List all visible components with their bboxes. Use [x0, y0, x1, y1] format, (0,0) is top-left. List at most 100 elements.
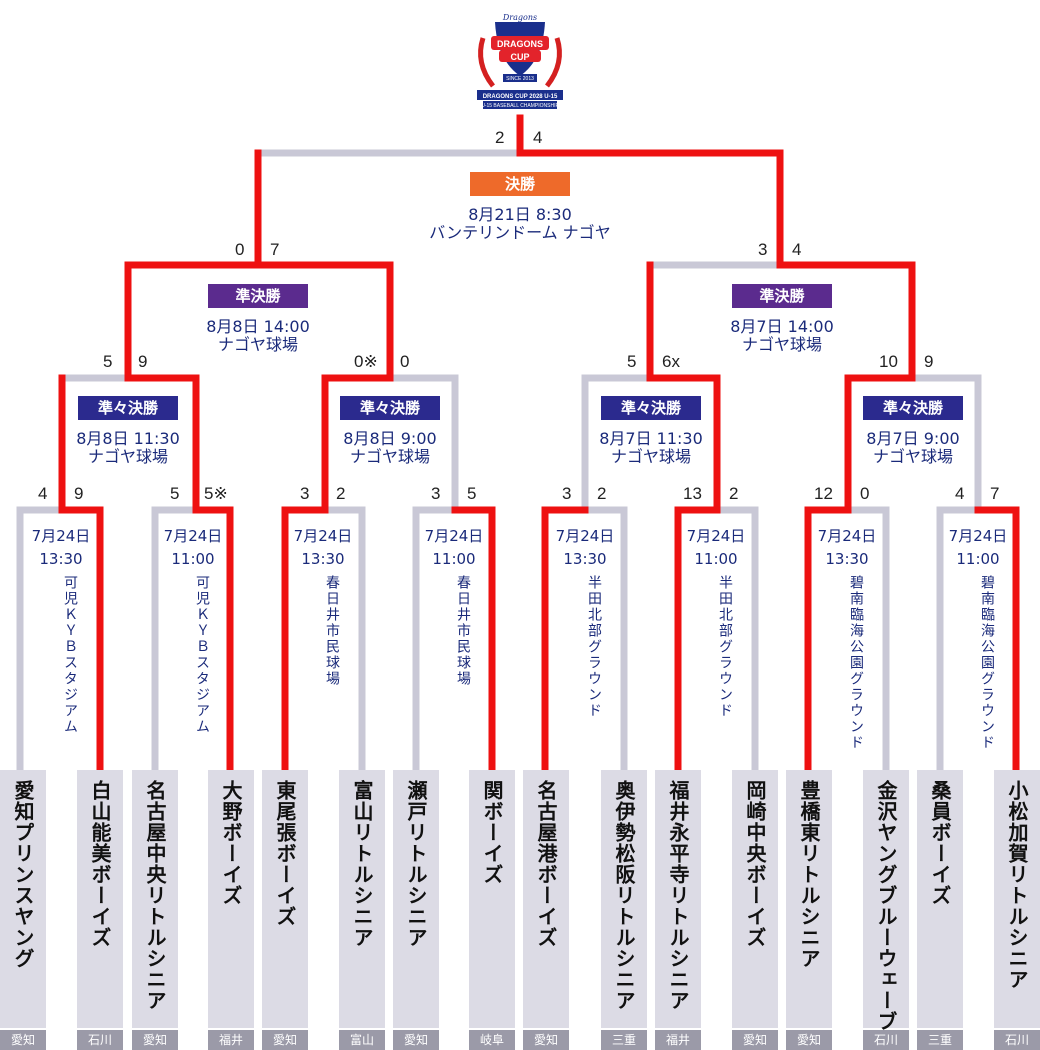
prefecture-tag: 石川 [863, 1030, 909, 1050]
team-box [863, 770, 909, 1028]
prefecture-tag: 愛知 [732, 1030, 778, 1050]
r1-2-score-left: 5 [170, 484, 180, 503]
r1-7-score-left: 12 [814, 484, 833, 503]
team-name: 奥伊勢松阪リトルシニア [612, 780, 636, 1011]
r1-4-score-right: 5 [467, 484, 477, 503]
team-box [523, 770, 569, 1028]
qf3-score-left: 5 [627, 352, 637, 371]
r1-6-score-left: 13 [683, 484, 702, 503]
r1-8-venue: 碧南臨海公園グラウンド [979, 575, 995, 751]
r1-date: 7月24日 [948, 527, 1008, 545]
r1-date: 7月24日 [555, 527, 615, 545]
semi2-score-left: 3 [758, 240, 768, 259]
r1-6-venue: 半田北部グラウンド [717, 575, 733, 719]
team-name: 岡崎中央ボーイズ [743, 780, 767, 948]
r1-2-info: 7月24日 11:00 [153, 525, 233, 571]
r1-3-score-left: 3 [300, 484, 310, 503]
team-name: 桑員ボーイズ [928, 780, 952, 906]
qf4-score-right: 9 [924, 352, 934, 371]
qf3-date: 8月7日 11:30 [599, 429, 703, 448]
semi1-venue: ナゴヤ球場 [217, 335, 298, 354]
final-score-right: 4 [533, 128, 543, 147]
team-box [262, 770, 308, 1028]
r1-time: 13:30 [563, 550, 607, 568]
prefecture-tag: 三重 [917, 1030, 963, 1050]
r1-1-venue: 可児ＫＹＢスタジアム [62, 575, 78, 735]
r1-7-score-right: 0 [860, 484, 870, 503]
r1-date: 7月24日 [686, 527, 746, 545]
svg-text:CUP: CUP [510, 52, 529, 62]
final-label: 決勝 [470, 172, 570, 196]
team-name: 豊橋東リトルシニア [797, 780, 821, 969]
prefecture-tag: 石川 [77, 1030, 123, 1050]
semi2-date: 8月7日 14:00 [730, 317, 834, 336]
prefecture-tag: 愛知 [262, 1030, 308, 1050]
qf1-score-left: 5 [103, 352, 113, 371]
r1-time: 13:30 [39, 550, 83, 568]
r1-2-score-right: 5※ [204, 484, 228, 503]
team-name: 福井永平寺リトルシニア [666, 780, 690, 1011]
r1-7-info: 7月24日 13:30 [807, 525, 887, 571]
r1-3-info: 7月24日 13:30 [283, 525, 363, 571]
r1-4-score-left: 3 [431, 484, 441, 503]
qf3-label: 準々決勝 [601, 396, 701, 420]
prefecture-tag: 石川 [994, 1030, 1040, 1050]
team-name: 大野ボーイズ [219, 780, 243, 906]
team-box [0, 770, 46, 1028]
r1-2-venue: 可児ＫＹＢスタジアム [194, 575, 210, 735]
r1-5-info: 7月24日 13:30 [545, 525, 625, 571]
r1-5-score-right: 2 [597, 484, 607, 503]
r1-7-venue: 碧南臨海公園グラウンド [848, 575, 864, 751]
team-box [77, 770, 123, 1028]
prefecture-tag: 福井 [208, 1030, 254, 1050]
team-box [469, 770, 515, 1028]
r1-1-info: 7月24日 13:30 [21, 525, 101, 571]
r1-1-score-left: 4 [38, 484, 48, 503]
qf3-score-right: 6x [662, 352, 680, 371]
qf1-score-right: 9 [138, 352, 148, 371]
r1-date: 7月24日 [293, 527, 353, 545]
team-box [393, 770, 439, 1028]
prefecture-tag: 愛知 [393, 1030, 439, 1050]
final-venue: バンテリンドーム ナゴヤ [429, 223, 611, 242]
qf4-label: 準々決勝 [863, 396, 963, 420]
r1-5-score-left: 3 [562, 484, 572, 503]
semi2-score-right: 4 [792, 240, 802, 259]
r1-time: 13:30 [825, 550, 869, 568]
r1-time: 11:00 [432, 550, 476, 568]
final-score-left: 2 [495, 128, 505, 147]
team-name: 名古屋中央リトルシニア [143, 780, 167, 1011]
qf4-score-left: 10 [879, 352, 898, 371]
r1-8-info: 7月24日 11:00 [938, 525, 1018, 571]
r1-date: 7月24日 [817, 527, 877, 545]
r1-3-venue: 春日井市民球場 [324, 575, 340, 687]
dragons-cup-logo: Dragons DRAGONS CUP SINCE 2013 DRAGONS C… [465, 8, 575, 118]
team-box [994, 770, 1040, 1028]
semi2-label: 準決勝 [732, 284, 832, 308]
r1-time: 11:00 [171, 550, 215, 568]
prefecture-tag: 三重 [601, 1030, 647, 1050]
r1-time: 11:00 [956, 550, 1000, 568]
r1-8-score-right: 7 [990, 484, 1000, 503]
r1-6-info: 7月24日 11:00 [676, 525, 756, 571]
team-name: 瀬戸リトルシニア [404, 780, 428, 948]
team-name: 富山リトルシニア [350, 780, 374, 948]
r1-4-info: 7月24日 11:00 [414, 525, 494, 571]
team-name: 愛知プリンスヤング [11, 780, 35, 969]
semi1-date: 8月8日 14:00 [206, 317, 310, 336]
svg-text:DRAGONS CUP 2028 U-15: DRAGONS CUP 2028 U-15 [483, 94, 558, 100]
qf2-venue: ナゴヤ球場 [349, 447, 430, 466]
team-box [786, 770, 832, 1028]
team-name: 関ボーイズ [480, 780, 504, 885]
winning-paths [58, 114, 1020, 774]
r1-1-score-right: 9 [74, 484, 84, 503]
qf2-score-left: 0※ [354, 352, 378, 371]
semi1-score-right: 7 [270, 240, 280, 259]
qf4-date: 8月7日 9:00 [866, 429, 960, 448]
prefecture-tag: 富山 [339, 1030, 385, 1050]
prefecture-tag: 愛知 [786, 1030, 832, 1050]
qf4-venue: ナゴヤ球場 [872, 447, 953, 466]
r1-6-score-right: 2 [729, 484, 739, 503]
